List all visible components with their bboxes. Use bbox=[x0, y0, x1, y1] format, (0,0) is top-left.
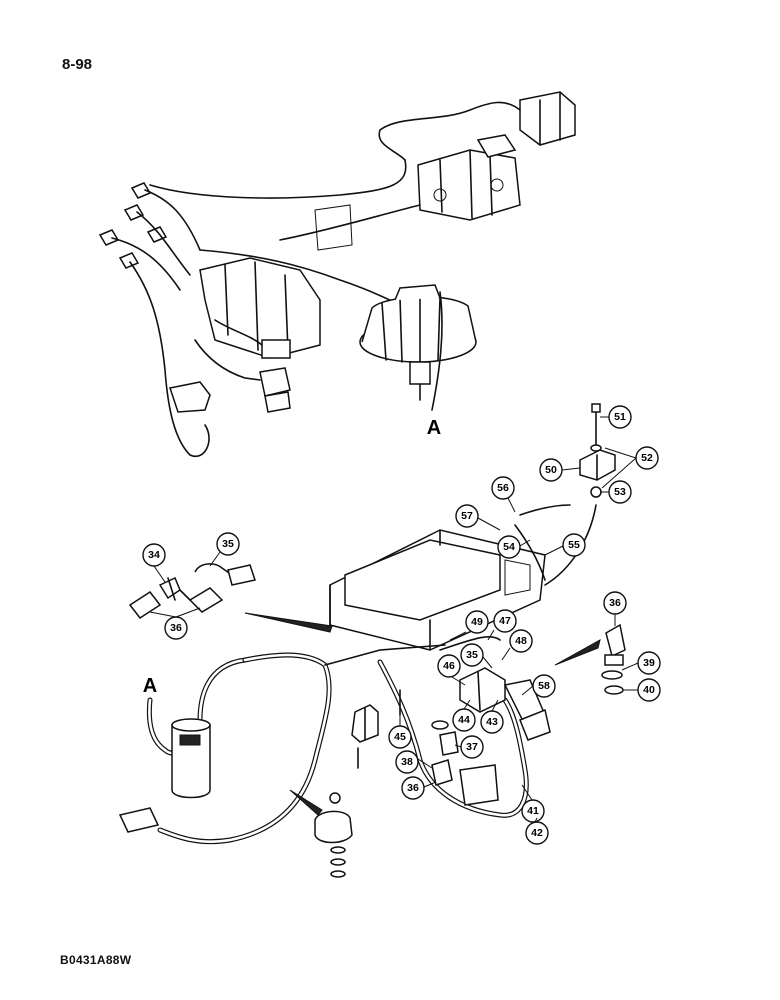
callout-57: 57 bbox=[455, 504, 501, 531]
svg-text:50: 50 bbox=[545, 464, 557, 476]
svg-text:42: 42 bbox=[531, 827, 543, 839]
callout-40: 40 bbox=[623, 678, 661, 702]
svg-text:38: 38 bbox=[401, 756, 413, 768]
callout-36-bottom: 36 bbox=[401, 776, 437, 800]
callout-47: 47 bbox=[487, 609, 517, 641]
svg-text:54: 54 bbox=[503, 541, 515, 553]
callout-35-bottom: 35 bbox=[460, 643, 493, 669]
svg-text:35: 35 bbox=[466, 649, 478, 661]
callout-45: 45 bbox=[388, 714, 412, 749]
callout-51: 51 bbox=[600, 405, 632, 429]
svg-text:49: 49 bbox=[471, 616, 483, 628]
callout-58: 58 bbox=[521, 674, 556, 698]
callout-56: 56 bbox=[491, 476, 516, 513]
svg-text:56: 56 bbox=[497, 482, 509, 494]
solenoid-valve-bank bbox=[459, 667, 551, 806]
callout-38: 38 bbox=[395, 750, 433, 774]
figure-code: B0431A88W bbox=[60, 953, 132, 967]
switch-bank bbox=[199, 257, 321, 359]
svg-text:40: 40 bbox=[643, 684, 655, 696]
bottom-harness-assembly: A bbox=[118, 403, 626, 878]
callout-46: 46 bbox=[437, 654, 466, 686]
callouts: 34 35 36 51 52 50 53 bbox=[142, 405, 661, 845]
relay bbox=[259, 367, 291, 413]
clamp-bolt bbox=[579, 403, 616, 498]
callout-54: 54 bbox=[497, 535, 531, 559]
callout-43: 43 bbox=[480, 699, 504, 734]
callout-35-top: 35 bbox=[209, 532, 240, 567]
svg-text:52: 52 bbox=[641, 452, 653, 464]
svg-text:41: 41 bbox=[527, 805, 539, 817]
svg-text:57: 57 bbox=[461, 510, 473, 522]
callout-39: 39 bbox=[621, 651, 661, 675]
section-label-a-bottom: A bbox=[143, 675, 157, 697]
callout-52: 52 bbox=[601, 446, 659, 489]
svg-text:47: 47 bbox=[499, 615, 511, 627]
svg-text:43: 43 bbox=[486, 716, 498, 728]
callout-34: 34 bbox=[142, 543, 166, 583]
callout-49: 49 bbox=[449, 610, 489, 641]
svg-text:51: 51 bbox=[614, 411, 626, 423]
svg-text:36: 36 bbox=[170, 622, 182, 634]
svg-text:36: 36 bbox=[609, 597, 621, 609]
callout-36-left: 36 bbox=[149, 607, 201, 640]
callout-41: 41 bbox=[521, 784, 545, 823]
svg-text:45: 45 bbox=[394, 731, 406, 743]
accumulator bbox=[171, 718, 211, 799]
callout-37: 37 bbox=[454, 735, 484, 759]
svg-text:46: 46 bbox=[443, 660, 455, 672]
callout-55: 55 bbox=[544, 533, 586, 557]
section-label-a-top: A bbox=[427, 417, 441, 439]
callout-50: 50 bbox=[539, 458, 581, 482]
svg-text:55: 55 bbox=[568, 539, 580, 551]
svg-text:37: 37 bbox=[466, 741, 478, 753]
callout-53: 53 bbox=[600, 480, 632, 504]
pilot-valve bbox=[519, 91, 576, 146]
fittings-lower bbox=[431, 720, 459, 786]
pressure-switch bbox=[169, 381, 211, 413]
page-number: 8-98 bbox=[62, 56, 93, 73]
callout-42: 42 bbox=[525, 817, 549, 845]
callout-48: 48 bbox=[501, 629, 533, 661]
svg-text:53: 53 bbox=[614, 486, 626, 498]
clamp-stack bbox=[314, 704, 379, 878]
fitting-right bbox=[601, 623, 626, 695]
callout-36-right: 36 bbox=[603, 591, 627, 626]
control-valve-block bbox=[417, 134, 521, 221]
svg-text:39: 39 bbox=[643, 657, 655, 669]
electronic-controller bbox=[329, 529, 546, 651]
svg-text:34: 34 bbox=[148, 549, 160, 561]
svg-text:44: 44 bbox=[458, 714, 470, 726]
svg-text:58: 58 bbox=[538, 680, 550, 692]
fittings-detail bbox=[128, 563, 256, 620]
callout-44: 44 bbox=[452, 699, 476, 732]
svg-text:36: 36 bbox=[407, 782, 419, 794]
top-harness-assembly: A bbox=[98, 91, 576, 458]
filter-housing bbox=[359, 284, 477, 411]
svg-text:35: 35 bbox=[222, 538, 234, 550]
left-connectors bbox=[98, 182, 168, 269]
svg-text:48: 48 bbox=[515, 635, 527, 647]
